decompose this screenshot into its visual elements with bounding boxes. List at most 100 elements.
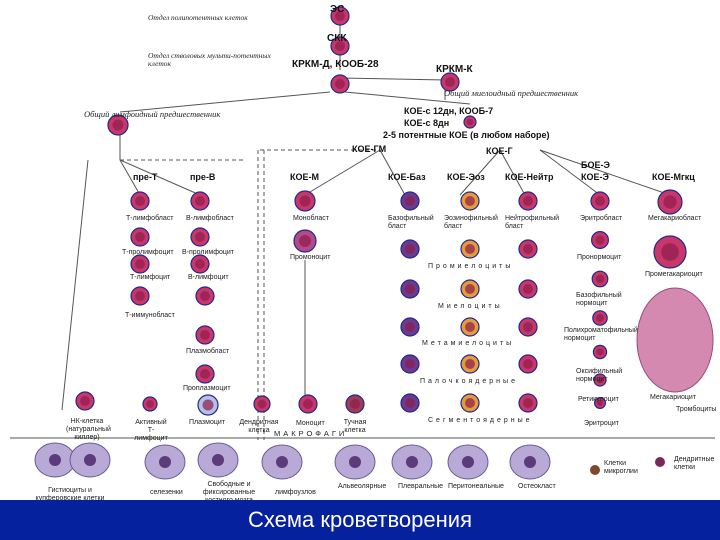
cell-nucleus-icon [405,244,415,254]
label-alveolar: Альвеолярные [338,483,387,490]
label-stem: Отдел стволовых мульти-потентных клеток [148,51,271,68]
macrophage-nucleus-icon [524,456,536,468]
label-megakaryocyte: Мегакариоцит [650,394,697,401]
stage-promyelocytes: Промиелоциты [428,263,514,270]
cell-nucleus-icon [595,274,605,284]
cell-nucleus-icon [466,118,474,126]
label-erythroblast: Эритробласт [580,215,623,222]
macrophage-nucleus-icon [159,456,171,468]
label-oxy-normo: Оксифильный нормоцит [576,368,623,383]
label-reticulocyte: Ретикулоцит [578,396,619,403]
col-boe-e: БОЕ-Э [581,160,610,170]
cell-nucleus-icon [465,284,475,294]
connector-line [61,159,89,411]
node-krkm-k: КРКМ-К [436,64,473,75]
macrophage-nucleus-icon [276,456,288,468]
cell-nucleus-icon [257,399,267,409]
cell-nucleus-icon [146,400,154,408]
node-koe-gm: КОЕ-ГМ [352,144,387,154]
label-osteoclast: Остеокласт [518,483,556,490]
cell-nucleus-icon [195,232,205,242]
cell-nucleus-icon [523,244,533,254]
connector-line [539,149,671,196]
cell-nucleus-icon [465,244,475,254]
label-poly-normo: Полихроматофильный нормоцит [564,327,638,342]
cell-nucleus-icon [195,259,205,269]
cell-nucleus-icon [596,376,604,384]
node-koe8: КОЕ-с 8дн [404,118,450,128]
label-lymphoid: Общий лимфоидный предшественник [84,109,221,119]
label-dendritic: Дендритная клетка [239,419,279,434]
slide-title: Схема кроветворения [248,507,472,532]
macrophage-nucleus-icon [49,454,61,466]
label-megakaryoblast: Мегакариобласт [648,215,702,222]
title-banner [0,500,720,540]
stage-macrophages: МАКРОФАГИ [274,429,348,438]
label-proplasmocyte: Проплазмоцит [183,385,231,392]
cell-nucleus-icon [405,398,415,408]
cell-nucleus-icon [335,79,345,89]
label-baso-blast: Базофильный бласт [388,215,434,230]
cell-nucleus-icon [523,196,533,206]
label-plasmoblast: Плазмобласт [186,348,230,355]
label-dendritic-cells: Дендритные клетки [674,456,715,471]
node-es: ЭС [330,4,345,15]
cell-nucleus-icon [303,399,313,409]
cell-nucleus-icon [200,330,210,340]
cell-nucleus-icon [523,322,533,332]
cell-nucleus-icon [405,322,415,332]
connector-line [304,149,381,196]
label-t-immunoblast: Т-иммунобласт [125,312,175,319]
stage-segmented: Сегментоядерные [428,417,533,424]
cell-nucleus-icon [200,291,210,301]
cell-nucleus-icon [405,196,415,206]
macrophage-nucleus-icon [349,456,361,468]
node-koe12: КОЕ-с 12дн, КООБ-7 [404,106,494,116]
stage-metamyelocytes: Метамиелоциты [422,340,515,347]
cell-nucleus-icon [523,398,533,408]
cell-nucleus-icon [195,196,205,206]
col-koe-m: КОЕ-М [290,172,319,182]
cell-nucleus-icon [135,196,145,206]
label-lymph-nodes: лимфоузлов [275,489,316,496]
macrophage-nucleus-icon [462,456,474,468]
node-krkm-d: КРКМ-Д, КООБ-28 [292,59,379,70]
label-pleural: Плевральные [398,483,444,490]
node-koe25: 2-5 потентные КОЕ (в любом наборе) [383,130,550,140]
label-histiocytes: Гистиоциты и купферовские клетки [35,487,105,502]
connector-line [344,91,471,105]
label-baso-normo: Базофильный нормоцит [576,292,622,307]
cell-nucleus-icon [299,195,311,207]
cell-nucleus-icon [465,196,475,206]
label-plasmocyte: Плазмоцит [189,419,225,426]
label-active-t: Активный Т-лимфоцит [134,419,168,442]
cell-nucleus-icon [597,400,603,406]
cell-nucleus-icon [596,314,604,322]
cell-nucleus-icon [298,234,312,248]
label-platelets: Тромбоциты [676,406,717,413]
cell-nucleus-icon [405,284,415,294]
label-eos-blast: Эозинофильный бласт [444,215,498,230]
cell-nucleus-icon [661,243,679,261]
connector-line [539,149,601,196]
connector-line [119,159,201,196]
connector-line [339,77,446,81]
cell-nucleus-icon [465,322,475,332]
macrophage-nucleus-icon [406,456,418,468]
cell-nucleus-icon [135,259,145,269]
col-koe-neitr: КОЕ-Нейтр [505,172,554,182]
label-promonocyte: Промоноцит [290,254,331,261]
col-koe-mgkc: КОЕ-Мгкц [652,172,695,182]
cell-nucleus-icon [465,359,475,369]
cell-nucleus-icon [80,396,90,406]
label-mast: Тучная клетка [343,419,367,434]
cell-nucleus-icon [112,119,124,131]
cell-nucleus-icon [200,369,210,379]
label-t-lymphoblast: Т-лимфобласт [126,215,174,222]
cell-nucleus-icon [135,291,145,301]
label-t-lymph: Т-лимфоцит [130,274,171,281]
col-pre-t: пре-Т [133,172,158,182]
label-polipotent: Отдел полипотентных клеток [148,13,248,22]
megakaryocyte-icon [636,287,714,393]
cell-nucleus-icon [445,77,455,87]
